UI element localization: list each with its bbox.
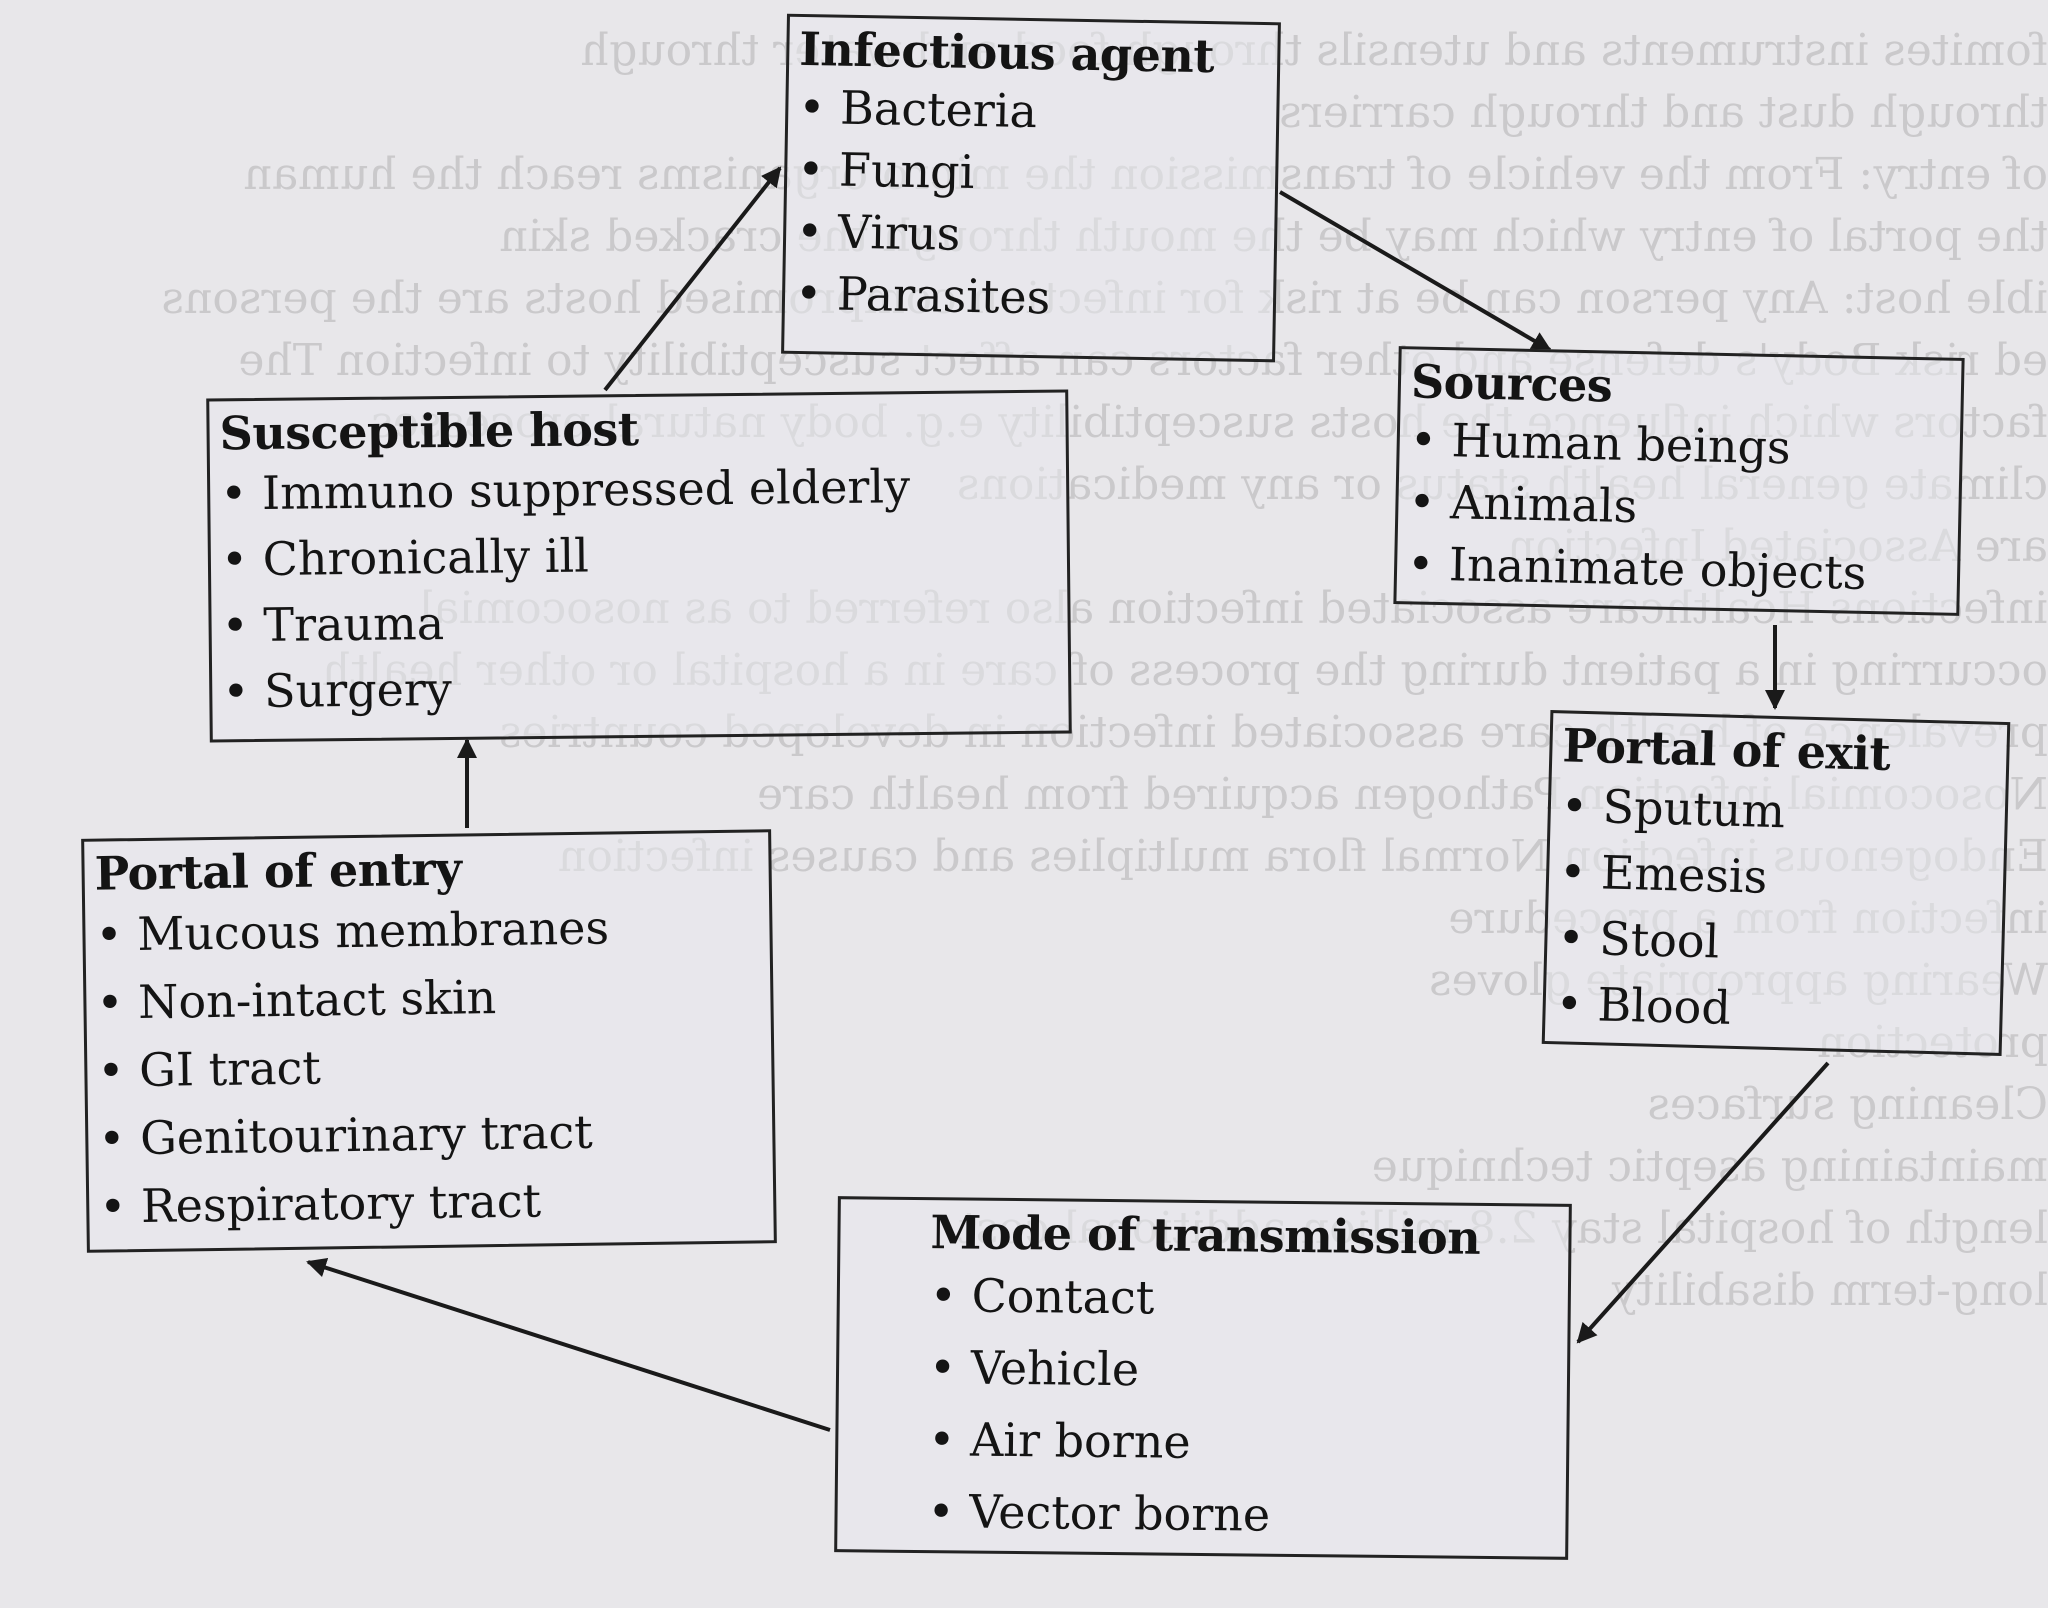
list-item: GI tract	[97, 1027, 762, 1104]
portal-of-entry-box: Portal of entry Mucous membranes Non-int…	[81, 829, 777, 1253]
sources-box: Sources Human beings Animals Inanimate o…	[1393, 346, 1965, 616]
list-item: Immuno suppressed elderly	[220, 452, 1057, 527]
list-item: Surgery	[222, 650, 1059, 725]
list-item: Trauma	[221, 584, 1058, 659]
list-item: Blood	[1555, 970, 1991, 1047]
list-item: Bacteria	[798, 76, 1267, 146]
list-item: Vehicle	[929, 1331, 1558, 1410]
arrow-transmission-to-entry	[306, 1257, 831, 1432]
susceptible-host-list: Immuno suppressed elderly Chronically il…	[220, 452, 1059, 725]
list-item: Stool	[1557, 904, 1993, 981]
arrow-host-to-agent	[603, 166, 782, 392]
list-item: Chronically ill	[221, 518, 1058, 593]
portal-of-entry-list: Mucous membranes Non-intact skin GI trac…	[95, 891, 764, 1240]
mode-of-transmission-box: Mode of transmission Contact Vehicle Air…	[834, 1196, 1572, 1560]
list-item: Fungi	[797, 138, 1266, 208]
portal-of-exit-box: Portal of exit Sputum Emesis Stool Blood	[1541, 710, 2011, 1056]
list-item: Mucous membranes	[95, 891, 760, 968]
susceptible-host-box: Susceptible host Immuno suppressed elder…	[206, 389, 1072, 743]
list-item: Non-intact skin	[96, 959, 761, 1036]
list-item: Vector borne	[927, 1475, 1556, 1554]
mode-of-transmission-list: Contact Vehicle Air borne Vector borne	[927, 1259, 1558, 1554]
list-item: Genitourinary tract	[98, 1095, 763, 1172]
list-item: Animals	[1408, 470, 1949, 543]
arrow-exit-to-transmission	[1576, 1061, 1830, 1344]
infectious-agent-title: Infectious agent	[798, 21, 1215, 84]
susceptible-host-title: Susceptible host	[219, 401, 639, 461]
mode-of-transmission-title: Mode of transmission	[930, 1205, 1481, 1265]
portal-of-entry-title: Portal of entry	[94, 841, 462, 901]
list-item: Parasites	[795, 262, 1264, 332]
portal-of-exit-list: Sputum Emesis Stool Blood	[1555, 772, 1996, 1047]
infectious-agent-list: Bacteria Fungi Virus Parasites	[795, 76, 1267, 332]
list-item: Human beings	[1409, 408, 1950, 481]
sources-list: Human beings Animals Inanimate objects	[1407, 408, 1951, 605]
list-item: Inanimate objects	[1407, 532, 1948, 605]
list-item: Emesis	[1558, 838, 1994, 915]
list-item: Contact	[929, 1259, 1558, 1338]
list-item: Sputum	[1560, 772, 1996, 849]
list-item: Virus	[796, 200, 1265, 270]
arrow-agent-to-sources	[1278, 190, 1552, 352]
infectious-agent-box: Infectious agent Bacteria Fungi Virus Pa…	[781, 13, 1281, 363]
list-item: Respiratory tract	[99, 1163, 764, 1240]
list-item: Air borne	[928, 1403, 1557, 1482]
